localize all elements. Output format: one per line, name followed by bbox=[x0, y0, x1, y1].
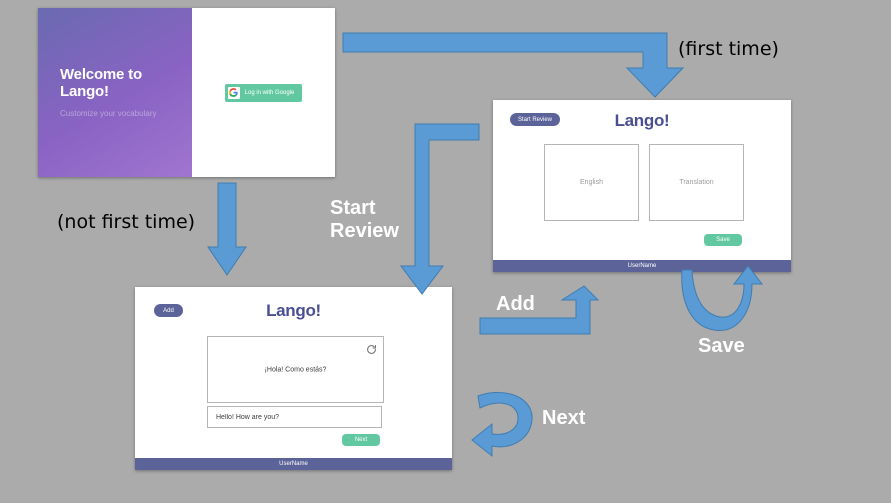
welcome-hero-panel: Welcome to Lango! Customize your vocabul… bbox=[38, 8, 192, 177]
welcome-title: Welcome to Lango! bbox=[60, 66, 142, 100]
refresh-icon[interactable] bbox=[366, 342, 377, 354]
label-add: Add bbox=[496, 293, 535, 315]
google-login-label: Log in with Google bbox=[244, 89, 295, 96]
app-title-practice: Lango! bbox=[266, 301, 321, 320]
arrow-add bbox=[479, 285, 600, 335]
welcome-login-panel: Log in with Google bbox=[192, 8, 335, 177]
arrow-save bbox=[681, 265, 764, 331]
answer-input[interactable] bbox=[207, 406, 382, 428]
english-input-box[interactable]: English bbox=[544, 144, 639, 221]
add-button[interactable]: Add bbox=[154, 304, 183, 317]
app-title-review: Lango! bbox=[614, 111, 670, 130]
arrow-next bbox=[471, 392, 533, 458]
arrow-start-review bbox=[400, 123, 480, 295]
save-button[interactable]: Save bbox=[704, 234, 742, 246]
phrase-card: ¡Hola! Como estás? bbox=[207, 336, 384, 403]
google-login-button[interactable]: Log in with Google bbox=[224, 83, 303, 102]
arrow-not-first-time bbox=[207, 182, 247, 276]
label-not-first-time: (not first time) bbox=[57, 211, 196, 233]
start-review-button[interactable]: Start Review bbox=[510, 113, 560, 126]
footer-username-practice: UserName bbox=[135, 458, 452, 470]
label-start-review-line2: Review bbox=[330, 220, 399, 242]
english-placeholder-label: English bbox=[580, 179, 603, 186]
translation-placeholder-label: Translation bbox=[679, 179, 714, 186]
footer-username-review: UserName bbox=[493, 260, 791, 272]
phrase-text: ¡Hola! Como estás? bbox=[264, 366, 327, 373]
label-start-review-line1: Start bbox=[330, 197, 376, 219]
label-start-review: Start Review bbox=[330, 197, 399, 243]
arrow-first-time bbox=[342, 32, 685, 98]
welcome-login-screen: Welcome to Lango! Customize your vocabul… bbox=[38, 8, 335, 177]
welcome-subtitle: Customize your vocabulary bbox=[60, 109, 157, 118]
add-word-screen: Start Review Lango! UserName bbox=[493, 100, 791, 272]
label-next: Next bbox=[542, 407, 586, 429]
label-first-time: (first time) bbox=[678, 38, 779, 60]
add-word-screen-body: Start Review Lango! UserName bbox=[493, 100, 791, 272]
google-g-icon bbox=[227, 86, 240, 99]
translation-input-box[interactable]: Translation bbox=[649, 144, 744, 221]
label-save: Save bbox=[698, 335, 745, 357]
next-button[interactable]: Next bbox=[342, 434, 380, 446]
